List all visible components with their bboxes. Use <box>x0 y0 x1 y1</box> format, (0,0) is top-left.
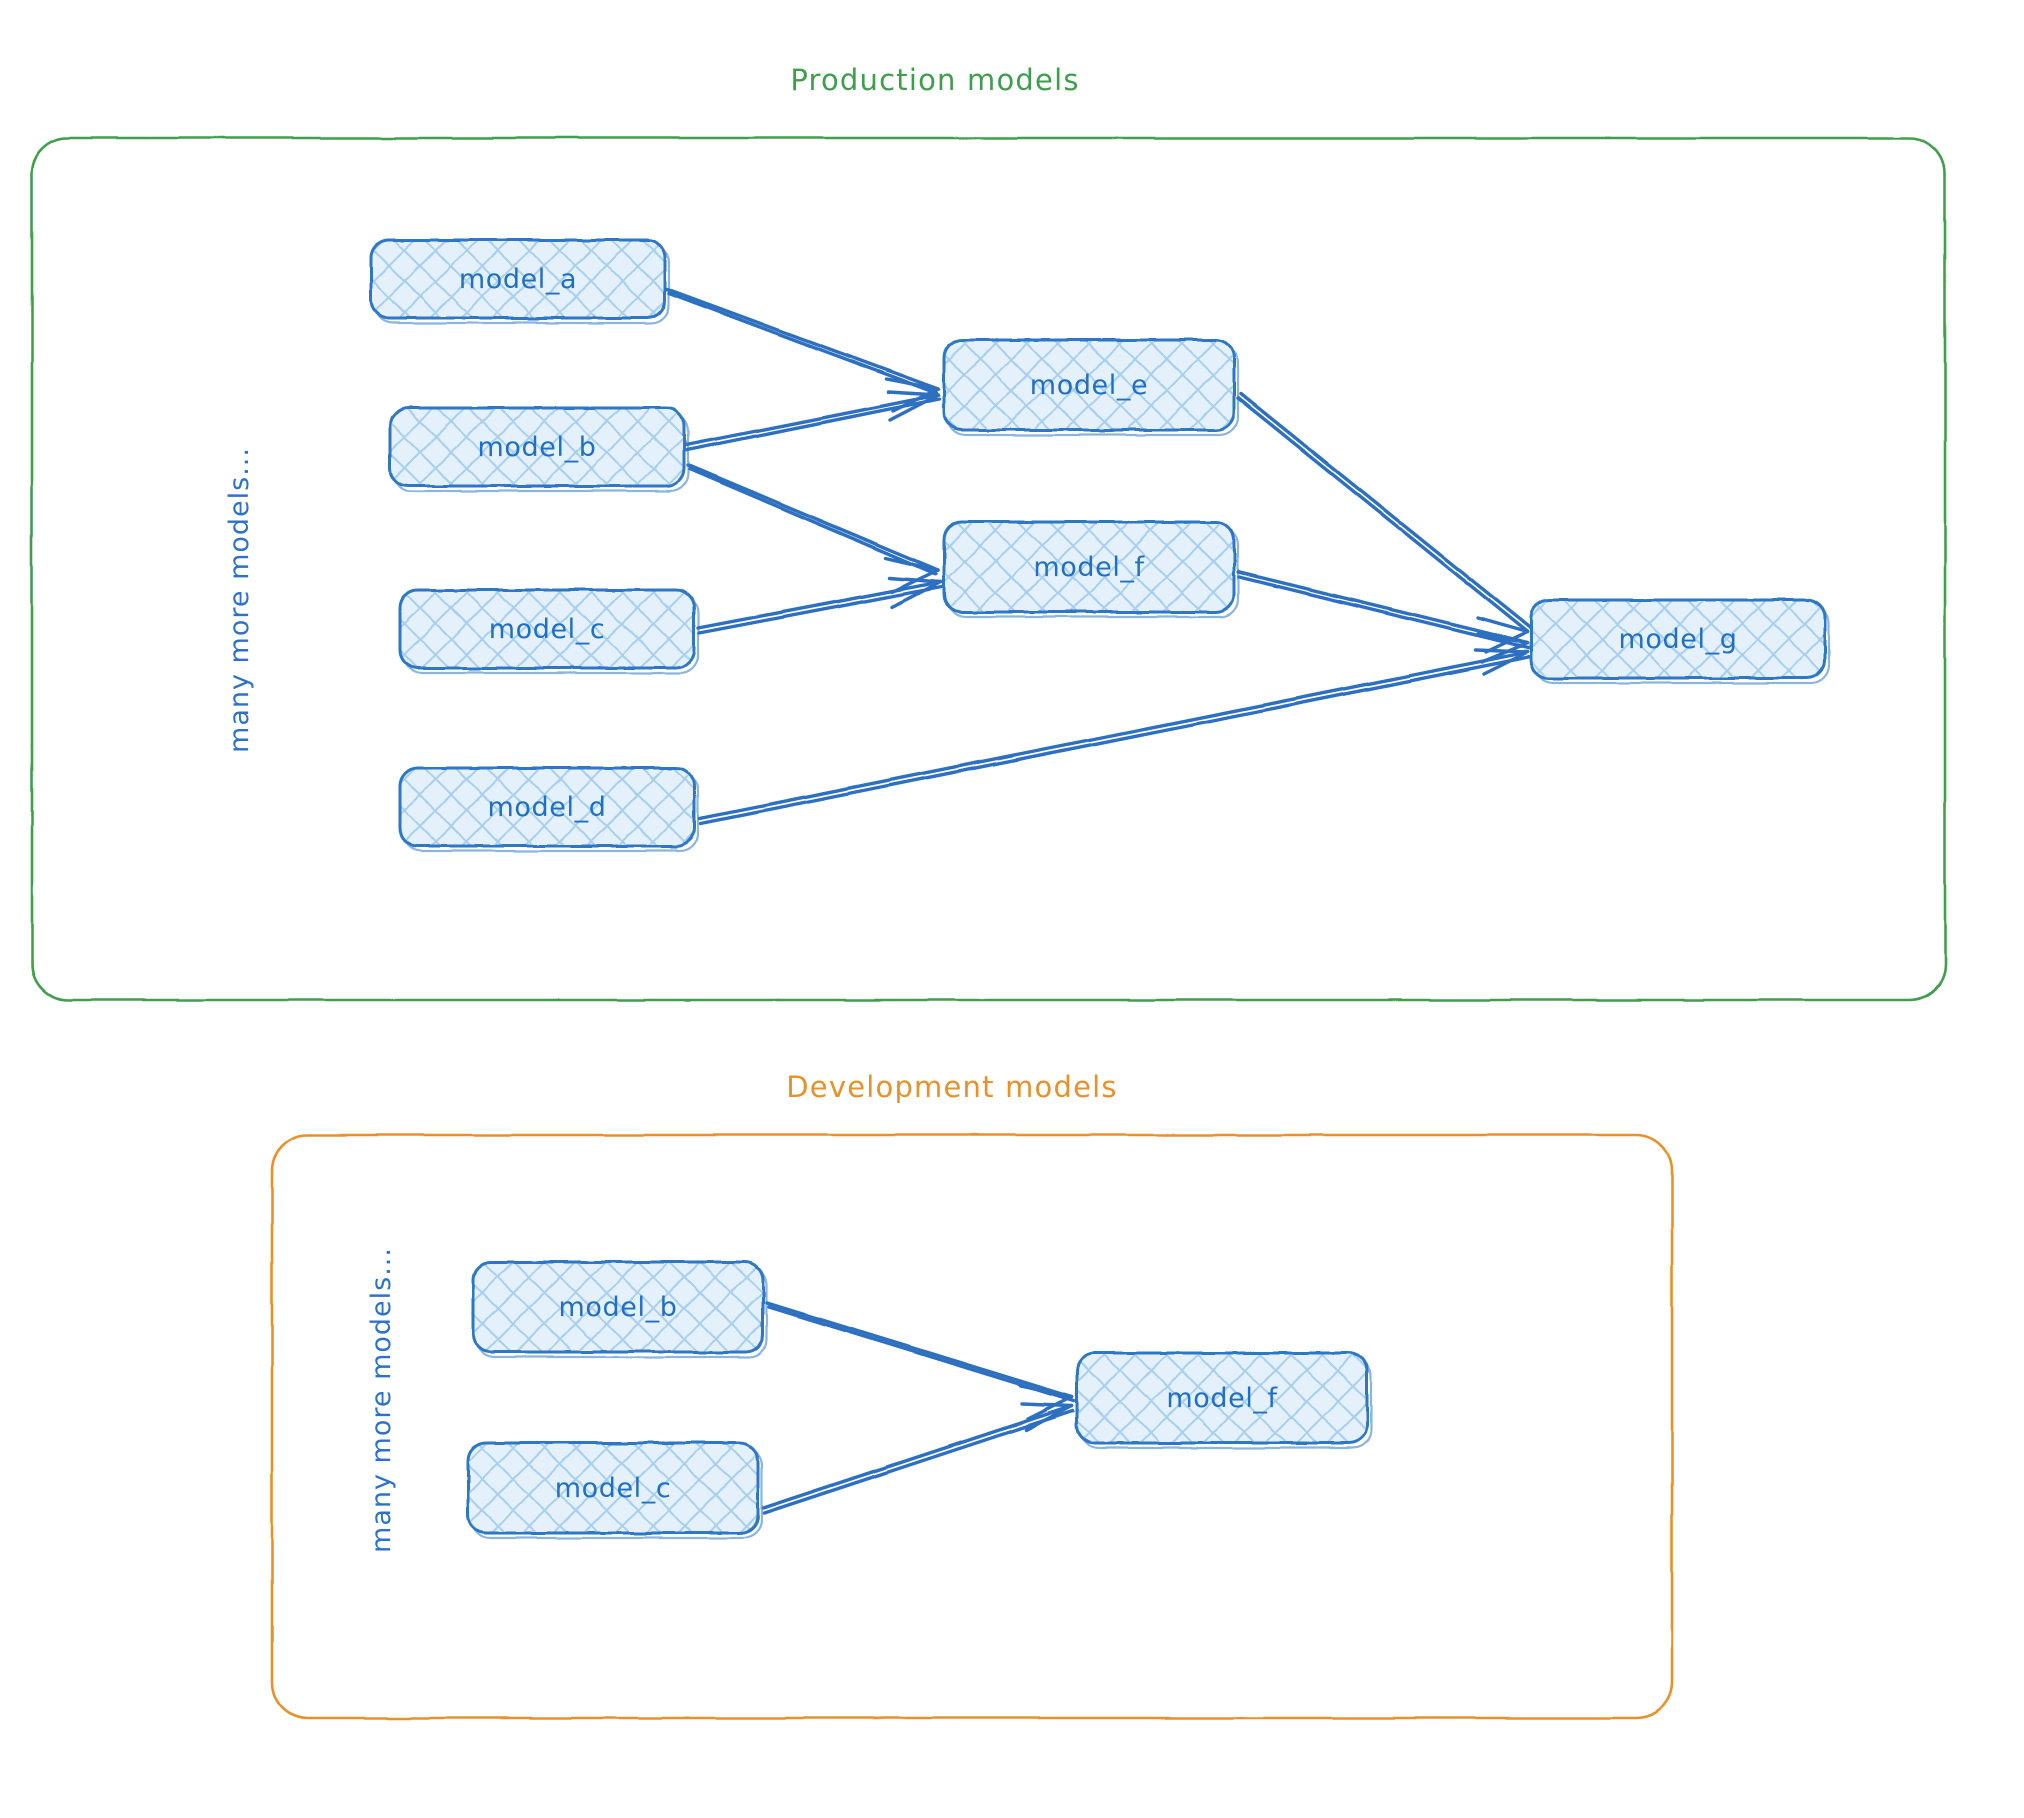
node-body <box>942 520 1236 614</box>
model-node-model-f-production[interactable]: model_f <box>942 520 1240 619</box>
model-node-model-e-production[interactable]: model_e <box>942 338 1240 437</box>
node-body <box>471 1260 765 1354</box>
node-label: model_a <box>459 264 577 295</box>
model-node-model-c-production[interactable]: model_c <box>398 588 700 675</box>
node-body <box>466 1441 760 1535</box>
node-body <box>369 238 667 320</box>
group-container-production: Production models <box>30 63 1947 1002</box>
edge-model-b-to-model-f <box>686 463 940 594</box>
model-node-model-g-production[interactable]: model_g <box>1529 598 1831 685</box>
node-label: model_b <box>478 432 597 463</box>
group-container-development: Development models <box>270 1070 1674 1720</box>
node-body <box>398 766 696 848</box>
node-label: model_d <box>488 792 607 823</box>
node-body <box>388 406 686 488</box>
model-node-model-a-production[interactable]: model_a <box>369 238 671 325</box>
edge-model-f-to-model-g <box>1236 570 1531 664</box>
node-body <box>1529 598 1827 680</box>
development-group-title: Development models <box>786 1070 1117 1104</box>
edge-dev-model-b-to-model-f <box>765 1301 1076 1421</box>
production-side-note: many more models... <box>224 447 255 753</box>
node-label: model_c <box>489 614 606 645</box>
production-group-title: Production models <box>790 63 1079 97</box>
node-label: model_c <box>555 1473 672 1504</box>
node-body <box>1075 1351 1369 1445</box>
node-label: model_f <box>1033 552 1145 583</box>
development-side-note: many more models... <box>366 1247 397 1553</box>
node-layer: model_a model_b model_c model_d model_emodel… <box>369 238 1831 1540</box>
node-label: model_f <box>1166 1383 1278 1414</box>
edge-layer <box>665 287 1533 1515</box>
model-node-model-f-development[interactable]: model_f <box>1075 1351 1373 1450</box>
node-body <box>398 588 696 670</box>
edge-model-c-to-model-f <box>696 576 943 635</box>
edge-model-b-to-model-e <box>684 390 941 452</box>
edge-model-e-to-model-g <box>1236 392 1533 654</box>
node-label: model_g <box>1619 624 1738 655</box>
model-node-model-c-development[interactable]: model_c <box>466 1441 764 1540</box>
node-body <box>942 338 1236 432</box>
model-node-model-b-development[interactable]: model_b <box>471 1260 769 1359</box>
development-group-border <box>270 1133 1674 1720</box>
node-label: model_b <box>559 1292 678 1323</box>
edge-model-d-to-model-g <box>698 648 1531 825</box>
edge-dev-model-c-to-model-f <box>761 1402 1075 1515</box>
model-node-model-d-production[interactable]: model_d <box>398 766 700 853</box>
node-label: model_e <box>1030 370 1148 401</box>
model-node-model-b-production[interactable]: model_b <box>388 406 690 493</box>
production-group-border <box>30 136 1947 1002</box>
